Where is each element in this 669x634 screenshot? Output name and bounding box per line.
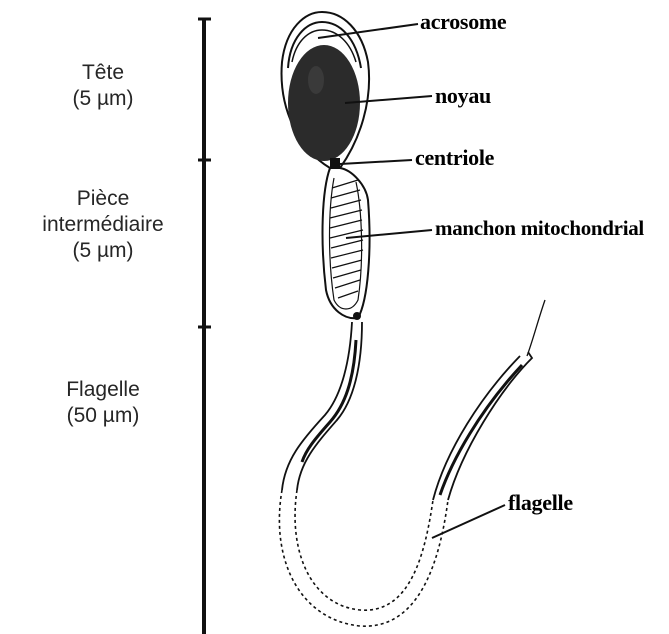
annulus: [353, 312, 361, 320]
label-centriole: centriole: [415, 146, 494, 170]
flagellum-inner-dashed: [295, 490, 433, 610]
mitochondrial-helix: [330, 180, 363, 298]
leader-acrosome: [318, 24, 418, 38]
flagellum-inner-solid: [297, 322, 362, 490]
nucleus-highlight: [308, 66, 324, 94]
scale-label-midpiece-size: (5 µm): [3, 238, 203, 264]
scale-label-head-name: Tête: [3, 60, 203, 86]
flagellum-outer-dashed: [279, 490, 448, 626]
flagellum-tail-outer: [448, 352, 532, 500]
label-flagelle: flagelle: [508, 491, 573, 515]
label-manchon-mitochondrial: manchon mitochondrial: [435, 216, 644, 240]
leader-flagelle: [432, 505, 505, 538]
centriole: [330, 158, 340, 168]
label-acrosome: acrosome: [420, 10, 506, 34]
scale-label-midpiece: Pièce intermédiaire (5 µm): [3, 186, 203, 264]
scale-label-midpiece-name-2: intermédiaire: [3, 212, 203, 238]
label-noyau: noyau: [435, 84, 491, 108]
scale-label-flagellum: Flagelle (50 µm): [3, 377, 203, 429]
scale-label-head: Tête (5 µm): [3, 60, 203, 112]
midpiece: [323, 168, 370, 320]
scale-label-flagellum-name: Flagelle: [3, 377, 203, 403]
scale-label-flagellum-size: (50 µm): [3, 403, 203, 429]
scale-label-midpiece-name-1: Pièce: [3, 186, 203, 212]
flagellum-end-piece: [527, 300, 545, 356]
flagellum: [279, 300, 545, 626]
leader-centriole: [340, 160, 412, 164]
scale-label-head-size: (5 µm): [3, 86, 203, 112]
